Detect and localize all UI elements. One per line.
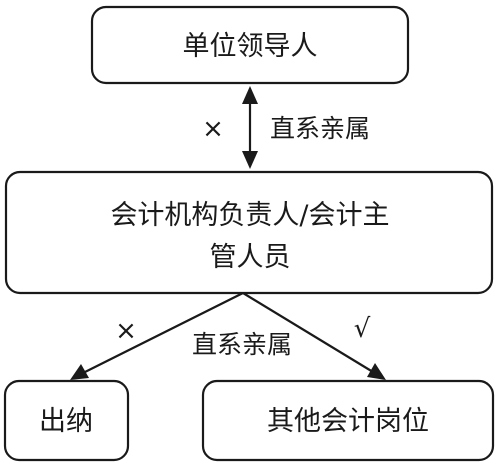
node-leader: 单位领导人 (90, 5, 410, 85)
node-cashier-label: 出纳 (39, 406, 93, 437)
edge-head-cashier-arrow (70, 364, 89, 380)
edge-head-children: × √ 直系亲属 (70, 292, 386, 380)
edge-head-cashier-line (82, 292, 244, 374)
edge-head-other-line (242, 292, 374, 373)
edge-top-label: 直系亲属 (270, 114, 370, 143)
node-accounting-head: 会计机构负责人/会计主 管人员 (4, 170, 494, 295)
edge-bottom-left-mark: × (115, 316, 137, 346)
edge-leader-head-arrow-down (242, 151, 258, 169)
edge-head-other-arrow (367, 363, 386, 380)
edge-bottom-right-mark: √ (354, 314, 371, 344)
edge-bottom-label: 直系亲属 (192, 330, 292, 359)
edge-top-mark: × (202, 114, 224, 144)
edge-leader-head-arrow-up (242, 86, 258, 104)
node-accounting-head-label-line1: 会计机构负责人/会计主 (110, 200, 389, 231)
node-accounting-head-label-line2: 管人员 (210, 242, 291, 273)
node-cashier: 出纳 (3, 379, 130, 462)
node-leader-label: 单位领导人 (183, 31, 318, 62)
node-other-positions: 其他会计岗位 (201, 379, 495, 462)
edge-leader-head: × 直系亲属 (202, 86, 370, 169)
node-other-positions-label: 其他会计岗位 (267, 406, 429, 437)
